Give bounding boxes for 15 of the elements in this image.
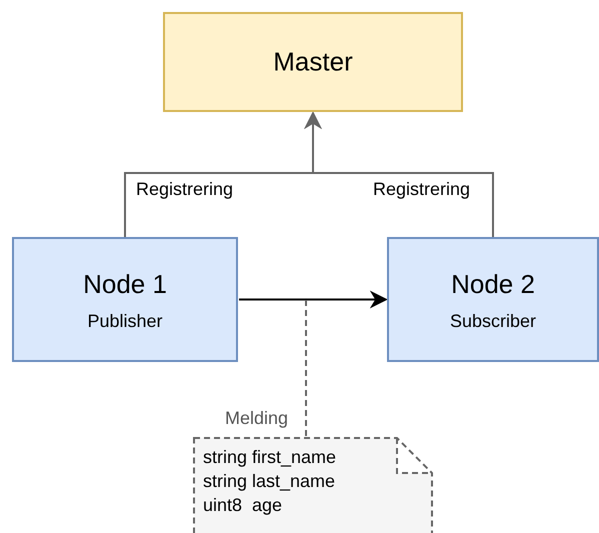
box-title: Master xyxy=(272,46,354,78)
dashed-leader-line xyxy=(305,299,307,436)
node-role: Subscriber xyxy=(448,311,538,332)
node-box xyxy=(12,237,238,362)
note-title: Melding xyxy=(225,408,288,429)
node-title: Node 1 xyxy=(82,269,168,300)
field-line: uint8 age xyxy=(203,495,282,516)
field-line: string first_name xyxy=(203,447,336,468)
node-title: Node 2 xyxy=(450,269,536,300)
arrow xyxy=(239,290,388,308)
field-line: string last_name xyxy=(203,471,336,492)
arrow xyxy=(304,111,494,237)
node-box xyxy=(387,237,599,362)
node-role: Publisher xyxy=(86,311,164,332)
master-box xyxy=(163,12,463,112)
